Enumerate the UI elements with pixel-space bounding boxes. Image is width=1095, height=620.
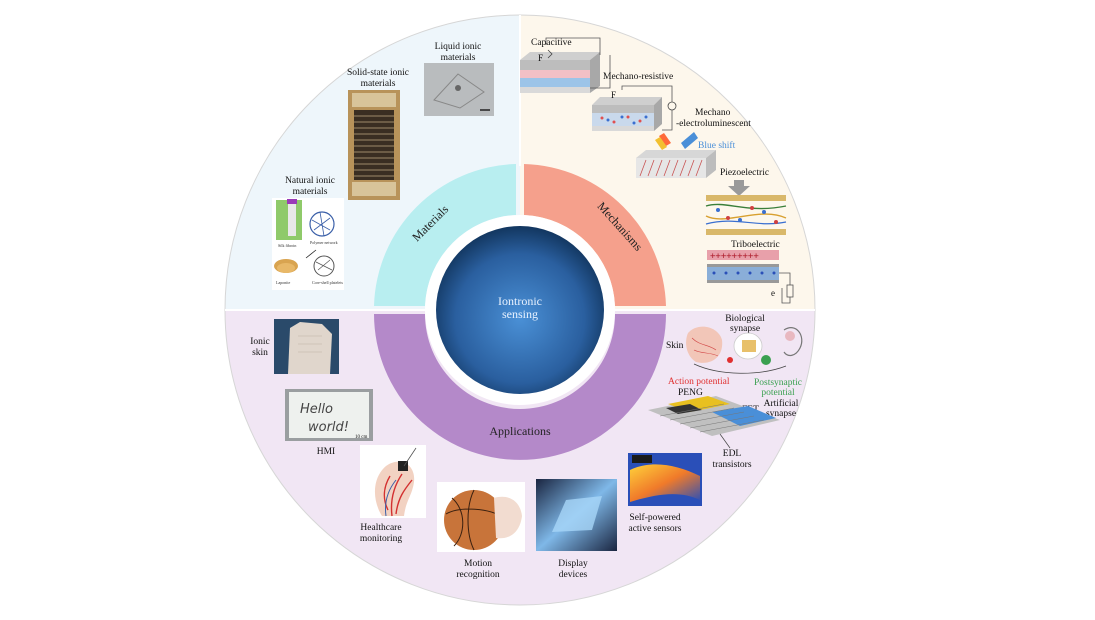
bio-synapse-label-2: synapse	[730, 324, 760, 334]
synapse-panel: Biological synapse Skin Action potential…	[648, 314, 803, 470]
electrolum-label-1: Mechano	[695, 108, 731, 118]
electrolum-label-2: -electroluminescent	[676, 119, 751, 129]
hmi-label: HMI	[317, 447, 335, 457]
liquid-label-1: Liquid ionic	[435, 42, 482, 52]
ionic-skin-label-1: Ionic	[250, 337, 270, 347]
natural-part-coreshell: Core-shell platelets	[312, 280, 343, 285]
natural-label-2: materials	[293, 187, 328, 197]
postsynaptic-label-2: potential	[761, 388, 795, 398]
capacitive-label: Capacitive	[531, 38, 572, 48]
action-potential-label: Action potential	[668, 377, 730, 387]
self-powered-label-1: Self-powered	[629, 512, 680, 523]
materials-content: Liquid ionic materials Solid-state ionic…	[272, 42, 494, 290]
segment-ring: Materials Mechanisms Applications	[374, 164, 666, 460]
hmi-scale: 10 cm	[355, 435, 367, 440]
applications-content: Ionic skin Hello world! 10 cm HMI	[250, 314, 803, 580]
artificial-synapse-label-1: Artificial	[764, 398, 799, 409]
peng-label: PENG	[678, 388, 703, 398]
healthcare-image	[360, 445, 426, 518]
capacitive-device: F	[520, 37, 611, 93]
core: Iontronic sensing	[425, 215, 615, 405]
self-powered-label-2: active sensors	[628, 524, 681, 534]
tribo-label: Triboelectric	[731, 240, 780, 250]
display-label-2: devices	[559, 570, 588, 580]
blue-shift-label: Blue shift	[698, 140, 736, 151]
core-label-line1: Iontronic	[498, 294, 542, 308]
core-sphere	[436, 226, 604, 394]
tribo-device: +++++++++ e	[707, 250, 794, 304]
resistive-device: F	[592, 85, 677, 131]
ionic-skin-label-2: skin	[252, 348, 268, 358]
ionic-skin-image	[274, 319, 339, 374]
mechanisms-segment	[524, 164, 666, 306]
self-powered-image	[628, 453, 702, 506]
display-image	[536, 479, 617, 551]
capacitive-force: F	[538, 53, 543, 63]
natural-part-silk: Silk fibroin	[278, 243, 296, 248]
solid-label-2: materials	[361, 79, 396, 89]
resistive-force: F	[611, 90, 616, 100]
skin-label: Skin	[666, 341, 684, 351]
motion-label-1: Motion	[464, 559, 492, 569]
artificial-synapse-label-2: synapse	[766, 409, 796, 419]
piezo-label: Piezoelectric	[720, 168, 769, 178]
natural-part-laponite: Laponite	[276, 280, 290, 285]
motion-image	[437, 482, 525, 552]
bio-synapse-label-1: Biological	[725, 314, 765, 324]
hmi-text-2: world!	[308, 420, 349, 435]
core-label-line2: sensing	[502, 307, 538, 321]
postsynaptic-label-1: Postsynaptic	[754, 378, 802, 388]
solid-label-1: Solid-state ionic	[347, 68, 409, 78]
mechanisms-content: Capacitive F Mechano-resistive F	[520, 37, 794, 304]
edl-label-2: transistors	[712, 460, 751, 470]
electrolum-device: Blue shift	[636, 132, 736, 178]
resistive-label: Mechano-resistive	[603, 72, 673, 82]
hmi-text-1: Hello	[300, 402, 333, 417]
applications-segment-label: Applications	[489, 424, 551, 438]
materials-segment	[374, 164, 516, 306]
piezo-device	[705, 180, 787, 235]
display-label-1: Display	[558, 559, 588, 569]
healthcare-label-1: Healthcare	[360, 523, 401, 533]
natural-label-1: Natural ionic	[285, 176, 335, 186]
natural-ionic-image: Silk fibroin Polymer network Laponite Co…	[272, 198, 344, 290]
motion-label-2: recognition	[456, 570, 500, 580]
hmi-image: Hello world! 10 cm	[285, 389, 373, 441]
applications-segment	[374, 314, 666, 460]
tribo-electron: e	[771, 288, 775, 298]
natural-part-polymer: Polymer network	[310, 240, 338, 245]
liquid-ionic-image	[424, 63, 494, 116]
healthcare-label-2: monitoring	[360, 534, 402, 544]
edl-label-1: EDL	[723, 449, 742, 459]
solid-state-image	[348, 90, 400, 200]
liquid-label-2: materials	[441, 53, 476, 63]
svg-text:+++++++++: +++++++++	[710, 252, 759, 262]
